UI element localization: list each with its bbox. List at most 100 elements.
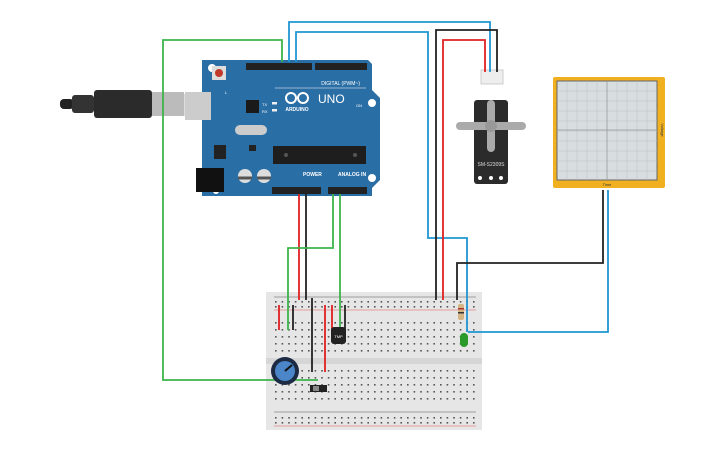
breadboard-hole[interactable] [420, 301, 422, 303]
breadboard-hole[interactable] [473, 417, 475, 419]
breadboard-hole[interactable] [393, 417, 396, 419]
breadboard-hole[interactable] [334, 398, 336, 400]
breadboard-hole[interactable] [367, 377, 369, 379]
breadboard-hole[interactable] [334, 301, 336, 303]
breadboard-hole[interactable] [459, 350, 462, 352]
breadboard-hole[interactable] [400, 306, 402, 308]
breadboard-hole[interactable] [446, 343, 449, 345]
breadboard-hole[interactable] [387, 322, 389, 324]
breadboard-hole[interactable] [308, 322, 310, 324]
breadboard-hole[interactable] [314, 398, 317, 400]
breadboard-hole[interactable] [367, 417, 369, 419]
breadboard-hole[interactable] [387, 391, 389, 393]
breadboard-hole[interactable] [288, 350, 290, 352]
breadboard-hole[interactable] [360, 384, 363, 386]
breadboard-hole[interactable] [294, 422, 297, 424]
breadboard-hole[interactable] [380, 398, 383, 400]
breadboard-hole[interactable] [314, 370, 317, 372]
breadboard-hole[interactable] [459, 301, 462, 303]
breadboard-hole[interactable] [473, 336, 475, 338]
breadboard-hole[interactable] [341, 377, 343, 379]
breadboard-hole[interactable] [288, 417, 290, 419]
digital-header-high[interactable] [246, 63, 312, 70]
breadboard-hole[interactable] [308, 370, 310, 372]
breadboard-hole[interactable] [453, 301, 455, 303]
breadboard-hole[interactable] [281, 350, 284, 352]
breadboard-hole[interactable] [446, 336, 449, 338]
breadboard-hole[interactable] [341, 391, 343, 393]
breadboard-hole[interactable] [407, 384, 409, 386]
breadboard-hole[interactable] [466, 370, 468, 372]
breadboard-hole[interactable] [413, 377, 416, 379]
breadboard-hole[interactable] [314, 350, 317, 352]
breadboard-hole[interactable] [387, 398, 389, 400]
breadboard-hole[interactable] [426, 377, 429, 379]
breadboard-hole[interactable] [453, 322, 455, 324]
breadboard-hole[interactable] [321, 336, 323, 338]
breadboard-hole[interactable] [446, 417, 449, 419]
breadboard-hole[interactable] [380, 350, 383, 352]
breadboard-hole[interactable] [473, 329, 475, 331]
breadboard-hole[interactable] [288, 306, 290, 308]
breadboard-hole[interactable] [314, 336, 317, 338]
breadboard-hole[interactable] [327, 329, 330, 331]
breadboard-hole[interactable] [354, 336, 356, 338]
breadboard-hole[interactable] [367, 370, 369, 372]
breadboard-hole[interactable] [327, 384, 330, 386]
breadboard-hole[interactable] [446, 350, 449, 352]
breadboard-hole[interactable] [275, 336, 277, 338]
breadboard-hole[interactable] [440, 422, 442, 424]
breadboard-hole[interactable] [393, 329, 396, 331]
breadboard-hole[interactable] [347, 350, 350, 352]
breadboard-hole[interactable] [334, 322, 336, 324]
breadboard-hole[interactable] [327, 377, 330, 379]
breadboard-hole[interactable] [420, 398, 422, 400]
breadboard-hole[interactable] [387, 422, 389, 424]
breadboard-hole[interactable] [433, 322, 435, 324]
breadboard-hole[interactable] [281, 417, 284, 419]
breadboard-hole[interactable] [440, 322, 442, 324]
breadboard-hole[interactable] [374, 384, 376, 386]
breadboard-hole[interactable] [453, 329, 455, 331]
breadboard-hole[interactable] [413, 336, 416, 338]
breadboard-hole[interactable] [367, 329, 369, 331]
breadboard-hole[interactable] [426, 336, 429, 338]
breadboard-hole[interactable] [440, 417, 442, 419]
breadboard-hole[interactable] [301, 391, 303, 393]
usb-cable[interactable] [60, 90, 202, 118]
breadboard-hole[interactable] [387, 370, 389, 372]
breadboard-hole[interactable] [275, 343, 277, 345]
breadboard-hole[interactable] [420, 350, 422, 352]
breadboard-hole[interactable] [420, 422, 422, 424]
breadboard-hole[interactable] [321, 350, 323, 352]
breadboard-hole[interactable] [433, 377, 435, 379]
breadboard-hole[interactable] [341, 417, 343, 419]
resistor[interactable] [458, 304, 464, 320]
breadboard-hole[interactable] [288, 391, 290, 393]
breadboard-hole[interactable] [433, 417, 435, 419]
breadboard-hole[interactable] [413, 391, 416, 393]
breadboard-hole[interactable] [321, 398, 323, 400]
breadboard-hole[interactable] [308, 398, 310, 400]
breadboard-hole[interactable] [314, 422, 317, 424]
breadboard-hole[interactable] [459, 422, 462, 424]
breadboard-hole[interactable] [321, 322, 323, 324]
breadboard-hole[interactable] [347, 343, 350, 345]
breadboard-hole[interactable] [294, 350, 297, 352]
breadboard-hole[interactable] [314, 301, 317, 303]
breadboard-hole[interactable] [413, 306, 416, 308]
breadboard-hole[interactable] [334, 350, 336, 352]
breadboard-hole[interactable] [466, 377, 468, 379]
breadboard-hole[interactable] [308, 417, 310, 419]
breadboard-hole[interactable] [426, 350, 429, 352]
breadboard-hole[interactable] [446, 377, 449, 379]
breadboard-hole[interactable] [393, 343, 396, 345]
breadboard-hole[interactable] [413, 322, 416, 324]
breadboard-hole[interactable] [446, 322, 449, 324]
breadboard-hole[interactable] [360, 350, 363, 352]
breadboard-hole[interactable] [374, 422, 376, 424]
breadboard-hole[interactable] [288, 301, 290, 303]
breadboard-hole[interactable] [380, 422, 383, 424]
breadboard-hole[interactable] [393, 370, 396, 372]
breadboard-hole[interactable] [453, 391, 455, 393]
